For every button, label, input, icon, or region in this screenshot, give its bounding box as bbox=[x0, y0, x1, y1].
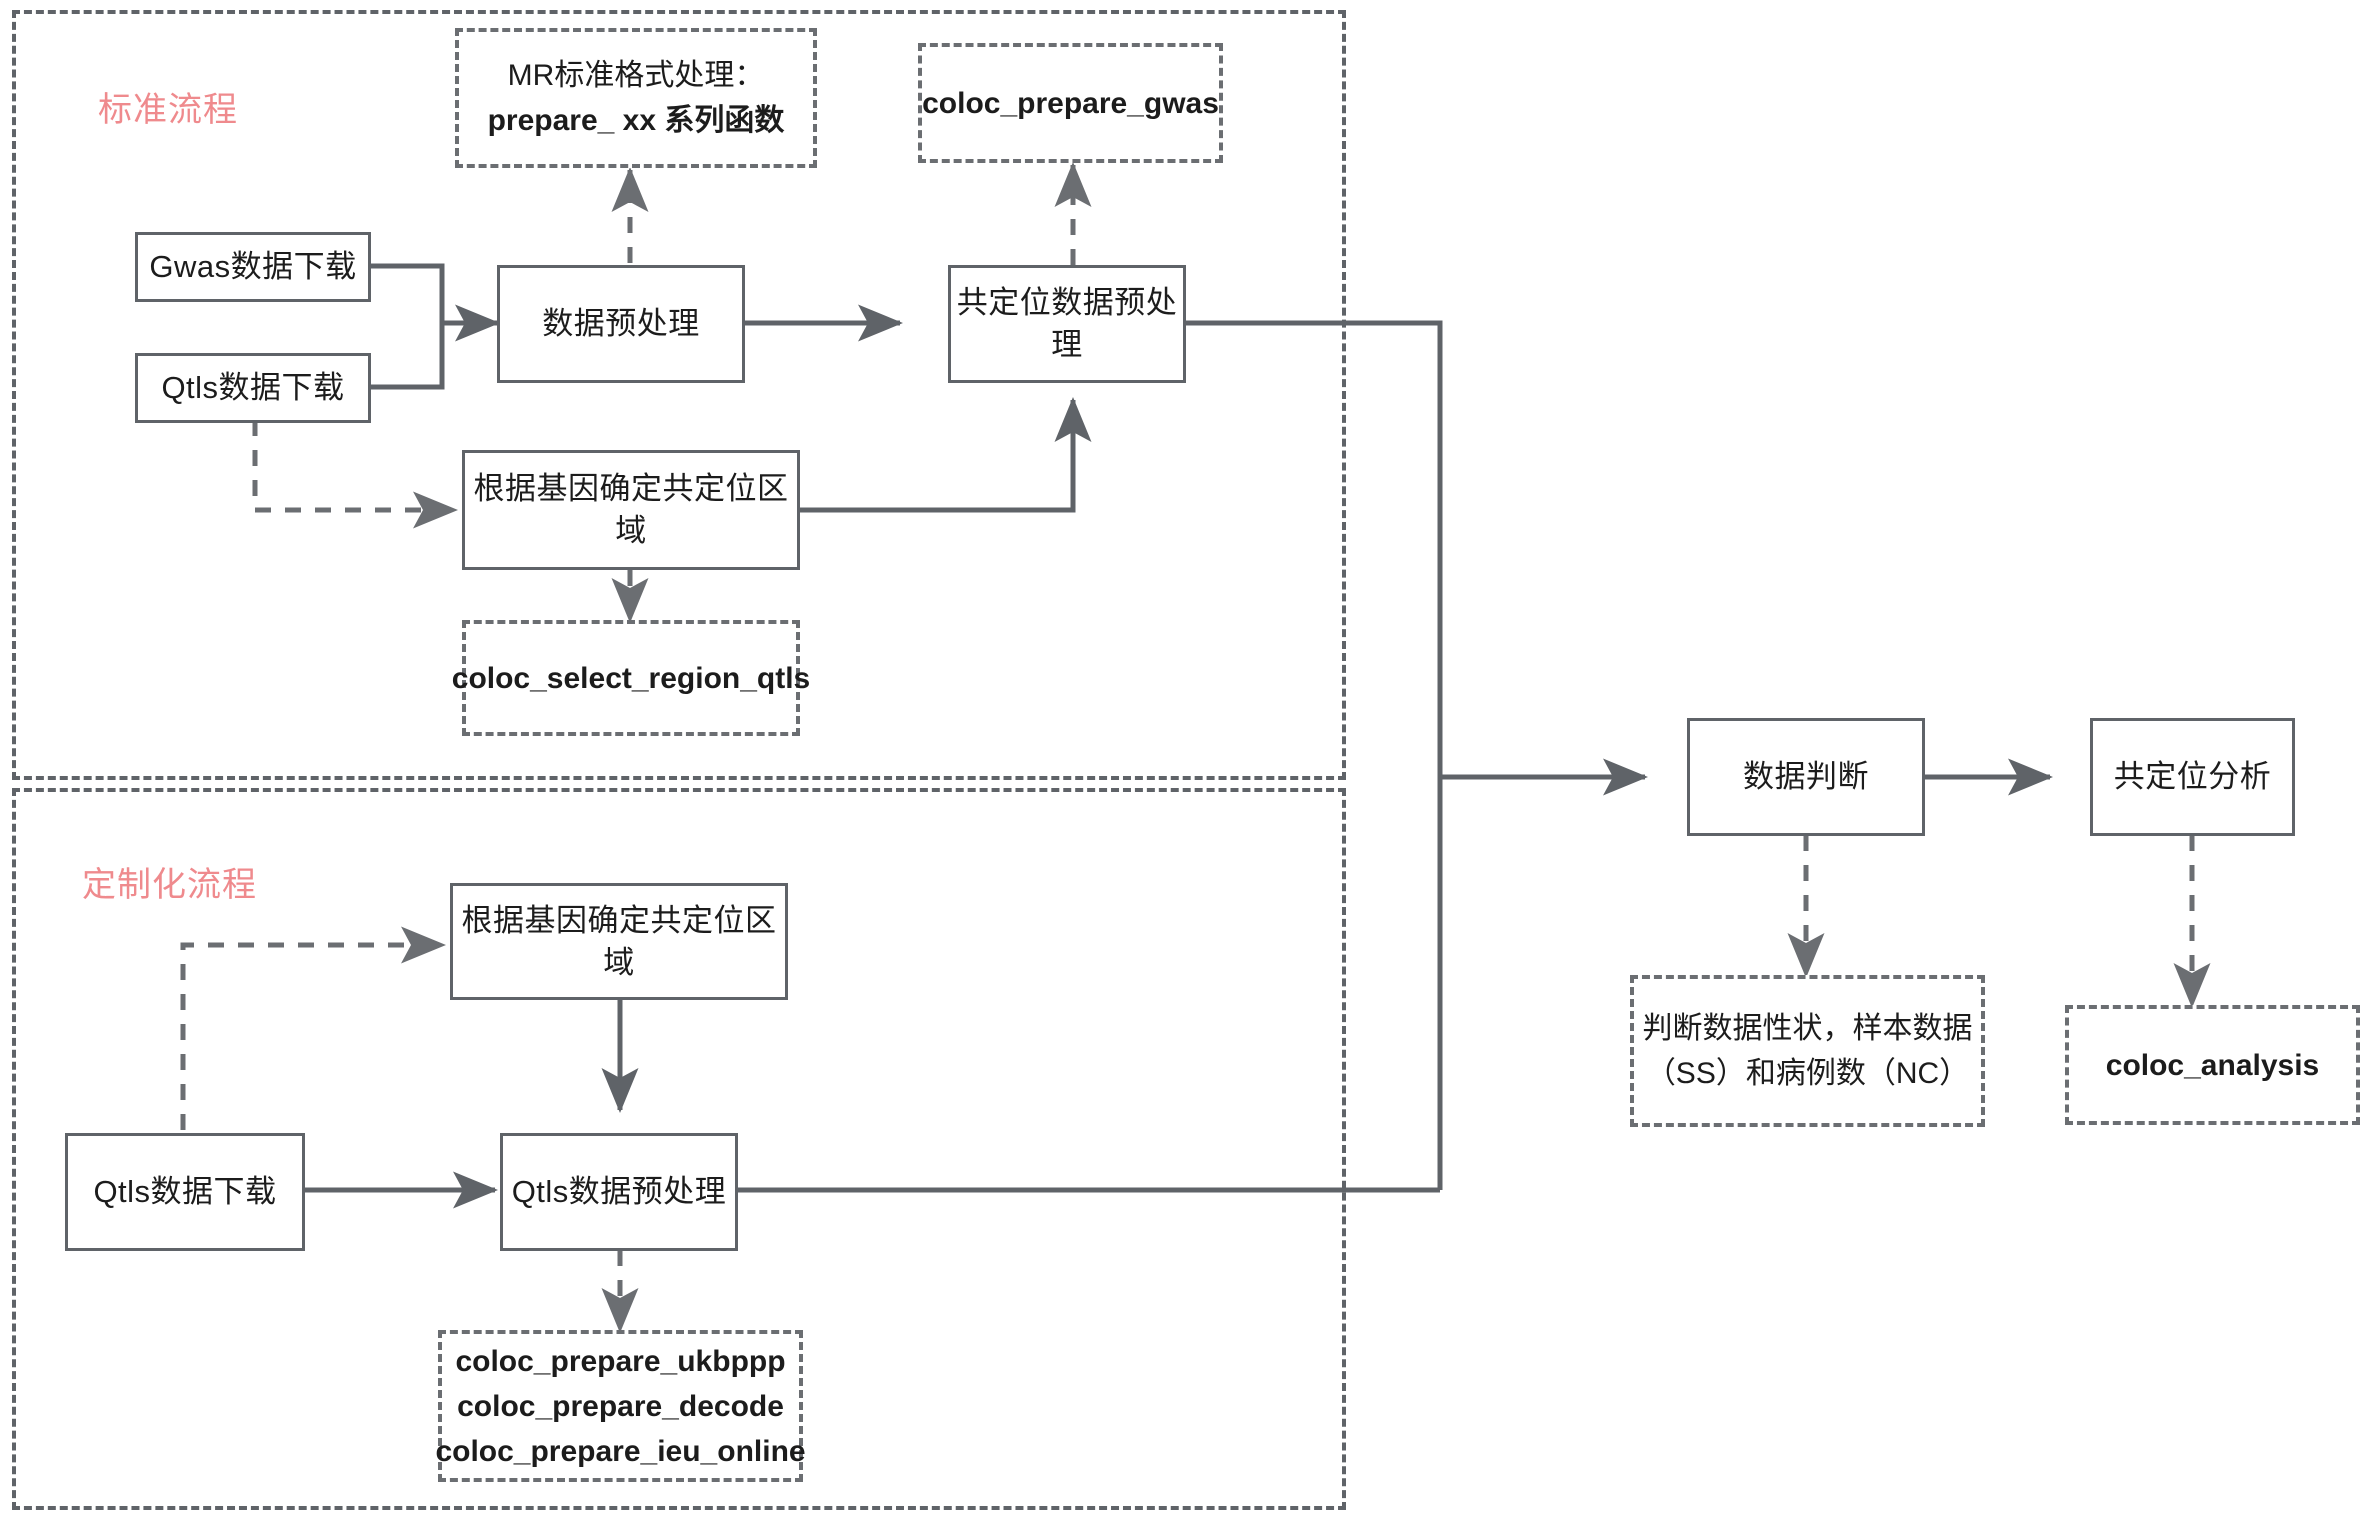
annotation-mr-format-line1: MR标准格式处理： bbox=[507, 59, 765, 92]
node-qtls-preprocess[interactable]: Qtls数据预处理 bbox=[500, 1133, 738, 1251]
annotation-mr-format-line2: prepare_ xx 系列函数 bbox=[487, 104, 785, 137]
annotation-coloc-prepare-gwas: coloc_prepare_gwas bbox=[918, 43, 1223, 163]
node-gwas-download[interactable]: Gwas数据下载 bbox=[135, 232, 371, 302]
annotation-coloc-select-region-qtls-line1: coloc_select_region_qtls bbox=[451, 661, 811, 695]
edge-qtlsdl2-to-region2 bbox=[180, 926, 447, 1160]
edge-qtlsdl-to-region bbox=[252, 420, 459, 529]
group-label-custom-flow: 定制化流程 bbox=[82, 866, 257, 904]
annotation-coloc-prepare-decode: coloc_prepare_decode bbox=[457, 1389, 784, 1423]
edge-gwas-to-preprocess bbox=[370, 263, 445, 323]
node-data-judge[interactable]: 数据判断 bbox=[1687, 718, 1925, 836]
node-coloc-analysis[interactable]: 共定位分析 bbox=[2090, 718, 2295, 836]
node-select-region-top[interactable]: 根据基因确定共定位区域 bbox=[462, 450, 800, 570]
annotation-coloc-select-region-qtls: coloc_select_region_qtls bbox=[452, 620, 810, 736]
edge-region-to-colocpre bbox=[800, 396, 1092, 513]
group-custom-flow bbox=[12, 788, 1346, 1510]
node-qtls-download-bottom[interactable]: Qtls数据下载 bbox=[65, 1133, 305, 1251]
annotation-coloc-prepare-ukbppp: coloc_prepare_ukbppp bbox=[455, 1344, 786, 1378]
annotation-coloc-prepare-ieu-online: coloc_prepare_ieu_online bbox=[435, 1434, 806, 1468]
group-standard-flow bbox=[12, 10, 1346, 780]
node-qtls-download-top[interactable]: Qtls数据下载 bbox=[135, 353, 371, 423]
node-select-region-bottom[interactable]: 根据基因确定共定位区域 bbox=[450, 883, 788, 1000]
annotation-coloc-analysis-fn-line1: coloc_analysis bbox=[2105, 1048, 2320, 1082]
annotation-judge-note: 判断数据性状，样本数据 （SS）和病例数（NC） bbox=[1630, 975, 1985, 1127]
annotation-coloc-prepare-gwas-line1: coloc_prepare_gwas bbox=[922, 86, 1219, 120]
annotation-mr-format: MR标准格式处理： prepare_ xx 系列函数 bbox=[455, 28, 817, 168]
group-label-standard-flow: 标准流程 bbox=[98, 91, 238, 129]
annotation-judge-note-line2: （SS）和病例数（NC） bbox=[1645, 1057, 1970, 1090]
node-data-preprocess[interactable]: 数据预处理 bbox=[497, 265, 745, 383]
annotation-coloc-prepare-list: coloc_prepare_ukbppp coloc_prepare_decod… bbox=[435, 1330, 806, 1482]
edge-colocpre-trunk bbox=[1185, 320, 1443, 1190]
node-coloc-data-preprocess[interactable]: 共定位数据预处理 bbox=[948, 265, 1186, 383]
edge-qtls-to-preprocess bbox=[370, 323, 445, 390]
annotation-judge-note-line1: 判断数据性状，样本数据 bbox=[1642, 1012, 1973, 1045]
annotation-coloc-analysis-fn: coloc_analysis bbox=[2065, 1005, 2360, 1125]
